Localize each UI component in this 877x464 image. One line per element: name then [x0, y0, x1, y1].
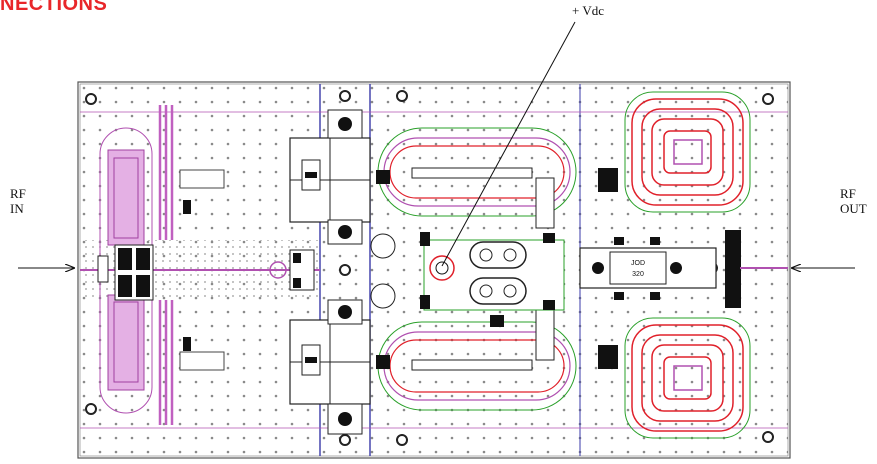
package-marking-line1: JOD: [631, 260, 645, 267]
vdc-leader-line: [441, 21, 576, 267]
output-combiner-package: JOD 320: [579, 247, 717, 289]
rf-in-label-line1: RF: [10, 186, 26, 201]
package-marking-line2: 320: [632, 271, 644, 278]
rf-in-label-line2: IN: [10, 201, 24, 216]
output-spiral-inductors: [598, 91, 788, 439]
mounting-holes: [85, 90, 774, 446]
page-title: NECTIONS: [0, 0, 108, 15]
transistor-packages: [289, 109, 371, 435]
rf-out-label-line1: RF: [840, 186, 856, 201]
vdc-label: + Vdc: [572, 3, 605, 18]
output-coupled-lines: [376, 127, 577, 411]
input-matching-network: [80, 105, 320, 425]
rf-out-label-line2: OUT: [840, 201, 867, 216]
bias-network: [420, 232, 565, 327]
